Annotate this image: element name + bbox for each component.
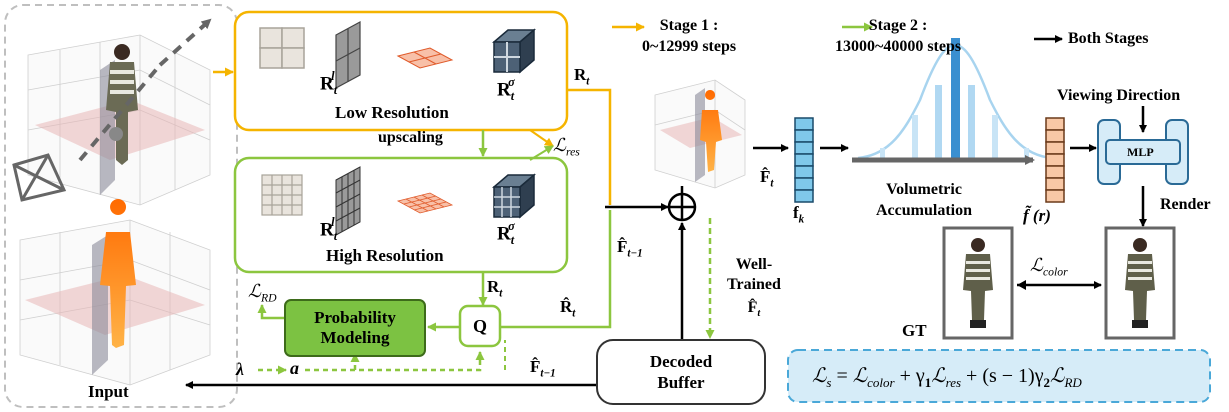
fk-vector xyxy=(794,117,814,203)
total-loss-box xyxy=(787,349,1211,403)
ftilde-cell xyxy=(1045,177,1065,191)
fk-cell xyxy=(794,177,814,191)
prob-modeling-box xyxy=(284,299,426,357)
high-res-rl-label: Rtl xyxy=(320,215,338,244)
high-res-box xyxy=(233,156,569,274)
high-res-plane xyxy=(396,192,454,214)
ftilde-cell xyxy=(1045,165,1065,179)
low-res-rl-plane xyxy=(335,20,361,90)
rhat-label: R̂t xyxy=(560,297,576,320)
legend-both: Both Stages xyxy=(1068,30,1149,47)
well-trained-label: Well-Trained F̂t xyxy=(727,256,781,320)
ftilde-label: f̃ (r) xyxy=(1023,206,1051,225)
arrow-rhat xyxy=(500,210,612,329)
lambda-label: λ xyxy=(236,359,244,379)
gt-image xyxy=(942,226,1014,340)
input-ray xyxy=(78,63,162,162)
fhat-prev-label: F̂t−1 xyxy=(617,237,643,260)
high-res-title: High Resolution xyxy=(326,246,444,265)
fk-label: fk xyxy=(793,203,805,226)
high-res-4x4-grid xyxy=(261,174,303,216)
input-person-photo xyxy=(106,44,138,165)
rt-top-label: Rt xyxy=(574,65,590,88)
camera-icon xyxy=(12,153,67,202)
low-res-plane xyxy=(396,47,454,69)
rt-mid-label: Rt xyxy=(487,277,503,300)
low-res-rs-label: Rtσ xyxy=(497,75,515,104)
fhat-t-label: F̂t xyxy=(760,167,774,190)
arrow-prob-to-lrd xyxy=(257,304,285,320)
rendered-image xyxy=(1104,226,1176,340)
gt-label: GT xyxy=(902,321,927,340)
feature-grid-cube xyxy=(654,79,746,189)
lrd-label: ℒRD xyxy=(248,281,277,305)
viewing-direction-label: Viewing Direction xyxy=(1057,87,1181,104)
ftilde-cell xyxy=(1045,129,1065,143)
fk-cell xyxy=(794,153,814,167)
high-res-cube xyxy=(491,173,537,219)
fk-cell xyxy=(794,189,814,203)
render-label: Render xyxy=(1160,196,1211,213)
total-loss-formula: ℒs = ℒcolor + γ1ℒres + (s − 1)γ2ℒRD xyxy=(812,365,1082,390)
lcolor-label: ℒcolor xyxy=(1030,255,1068,279)
high-res-rs-label: Rtσ xyxy=(497,219,515,248)
fk-cell xyxy=(794,165,814,179)
ftilde-cell xyxy=(1045,141,1065,155)
low-res-2x2-grid xyxy=(259,27,305,69)
fhat-prev2-label: F̂t−1 xyxy=(530,357,556,380)
low-res-cube xyxy=(491,28,537,74)
quantizer-box xyxy=(458,304,502,348)
low-res-box xyxy=(233,10,569,132)
low-res-title: Low Resolution xyxy=(335,103,449,122)
ftilde-vector xyxy=(1045,117,1065,203)
arrow-rt-lowres xyxy=(567,88,612,205)
upscaling-label: upscaling xyxy=(378,129,443,146)
legend-stage2: Stage 2 :13000~40000 steps xyxy=(835,17,962,55)
fk-cell xyxy=(794,129,814,143)
ftilde-cell xyxy=(1045,189,1065,203)
input-person-heatmap xyxy=(100,199,136,348)
low-res-rl-label: Rtl xyxy=(320,69,338,98)
mlp-block xyxy=(1097,119,1189,185)
decoded-buffer-box xyxy=(596,339,766,405)
arrow-a-dashed xyxy=(305,351,485,372)
high-res-rl-plane xyxy=(335,166,361,236)
lres-label: ℒres xyxy=(553,135,580,159)
ftilde-cell xyxy=(1045,153,1065,167)
input-panel xyxy=(4,4,238,408)
a-label: a xyxy=(290,358,299,378)
fk-cell xyxy=(794,117,814,131)
quantizer-label: Q xyxy=(472,316,487,336)
legend-stage1: Stage 1 :0~12999 steps xyxy=(642,17,737,55)
input-label: Input xyxy=(88,382,129,401)
mlp-label: MLP xyxy=(1127,145,1154,159)
plus-operator xyxy=(667,192,697,222)
volumetric-gaussian xyxy=(857,38,1053,160)
ftilde-cell xyxy=(1045,117,1065,131)
fk-cell xyxy=(794,141,814,155)
